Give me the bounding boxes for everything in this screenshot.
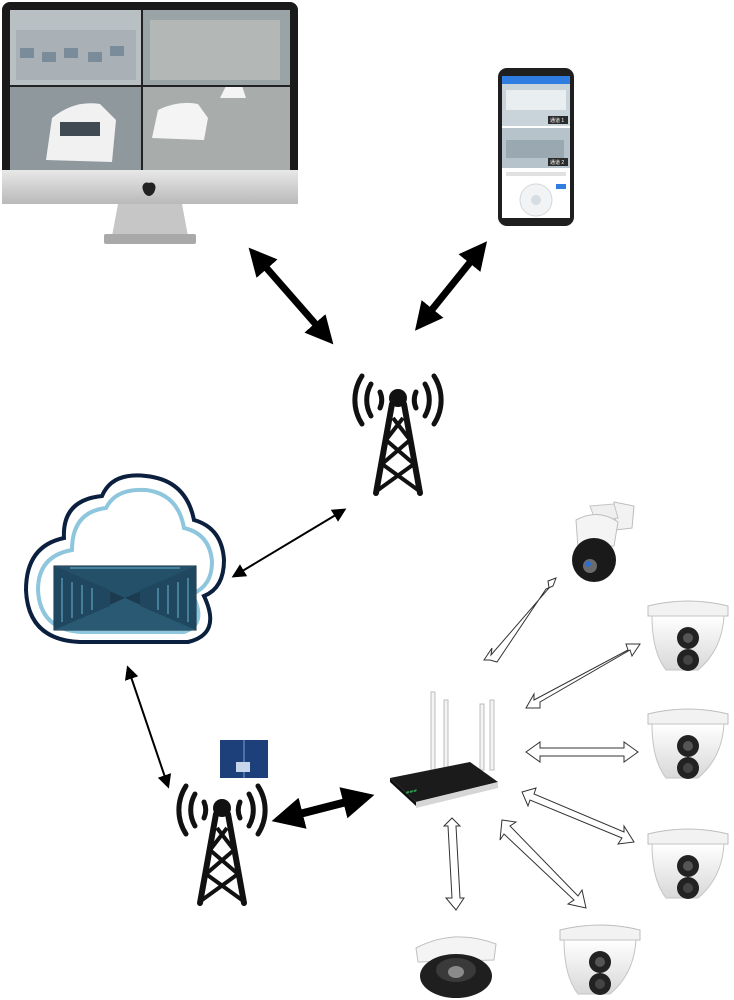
arrow-router-dome1 bbox=[525, 643, 641, 709]
cctv-feed-grid bbox=[10, 10, 290, 170]
arrow-router-dome2 bbox=[525, 741, 639, 763]
arrow-router-ptz bbox=[483, 577, 557, 663]
arrow-tower-router bbox=[271, 787, 375, 829]
imac-monitor-icon bbox=[2, 2, 298, 244]
arrow-router-dome4 bbox=[499, 819, 587, 909]
camera-link-arrows bbox=[442, 577, 641, 911]
arrow-router-dome5 bbox=[442, 817, 465, 911]
arrow-monitor-tower bbox=[248, 247, 334, 345]
cloud-datacenter-icon bbox=[23, 473, 227, 644]
arrow-phone-tower bbox=[414, 241, 488, 331]
sim-card-icon bbox=[220, 740, 268, 778]
router-brand-mark: ▰▰▰ bbox=[405, 788, 418, 796]
wifi-router-icon: ▰▰▰ bbox=[390, 691, 498, 808]
dome-camera-icon bbox=[415, 936, 497, 998]
arrow-router-dome3 bbox=[521, 787, 635, 845]
phone-channel-2-label: 通道 2 bbox=[550, 159, 564, 166]
cell-tower-top-icon bbox=[355, 376, 441, 493]
turret-camera-2-icon bbox=[647, 708, 729, 780]
phone-channel-1-label: 通道 1 bbox=[550, 117, 564, 124]
turret-camera-4-icon bbox=[559, 924, 641, 996]
ptz-camera-icon bbox=[572, 501, 635, 582]
arrow-tower-cloud bbox=[231, 508, 347, 578]
apple-logo-icon bbox=[142, 182, 156, 196]
turret-camera-3-icon bbox=[647, 828, 729, 900]
arrow-cloud-tower-bottom bbox=[124, 665, 172, 789]
turret-camera-1-icon bbox=[647, 600, 729, 672]
cell-tower-bottom-icon bbox=[179, 786, 265, 903]
smartphone-icon: 通道 1 通道 2 bbox=[498, 68, 574, 226]
